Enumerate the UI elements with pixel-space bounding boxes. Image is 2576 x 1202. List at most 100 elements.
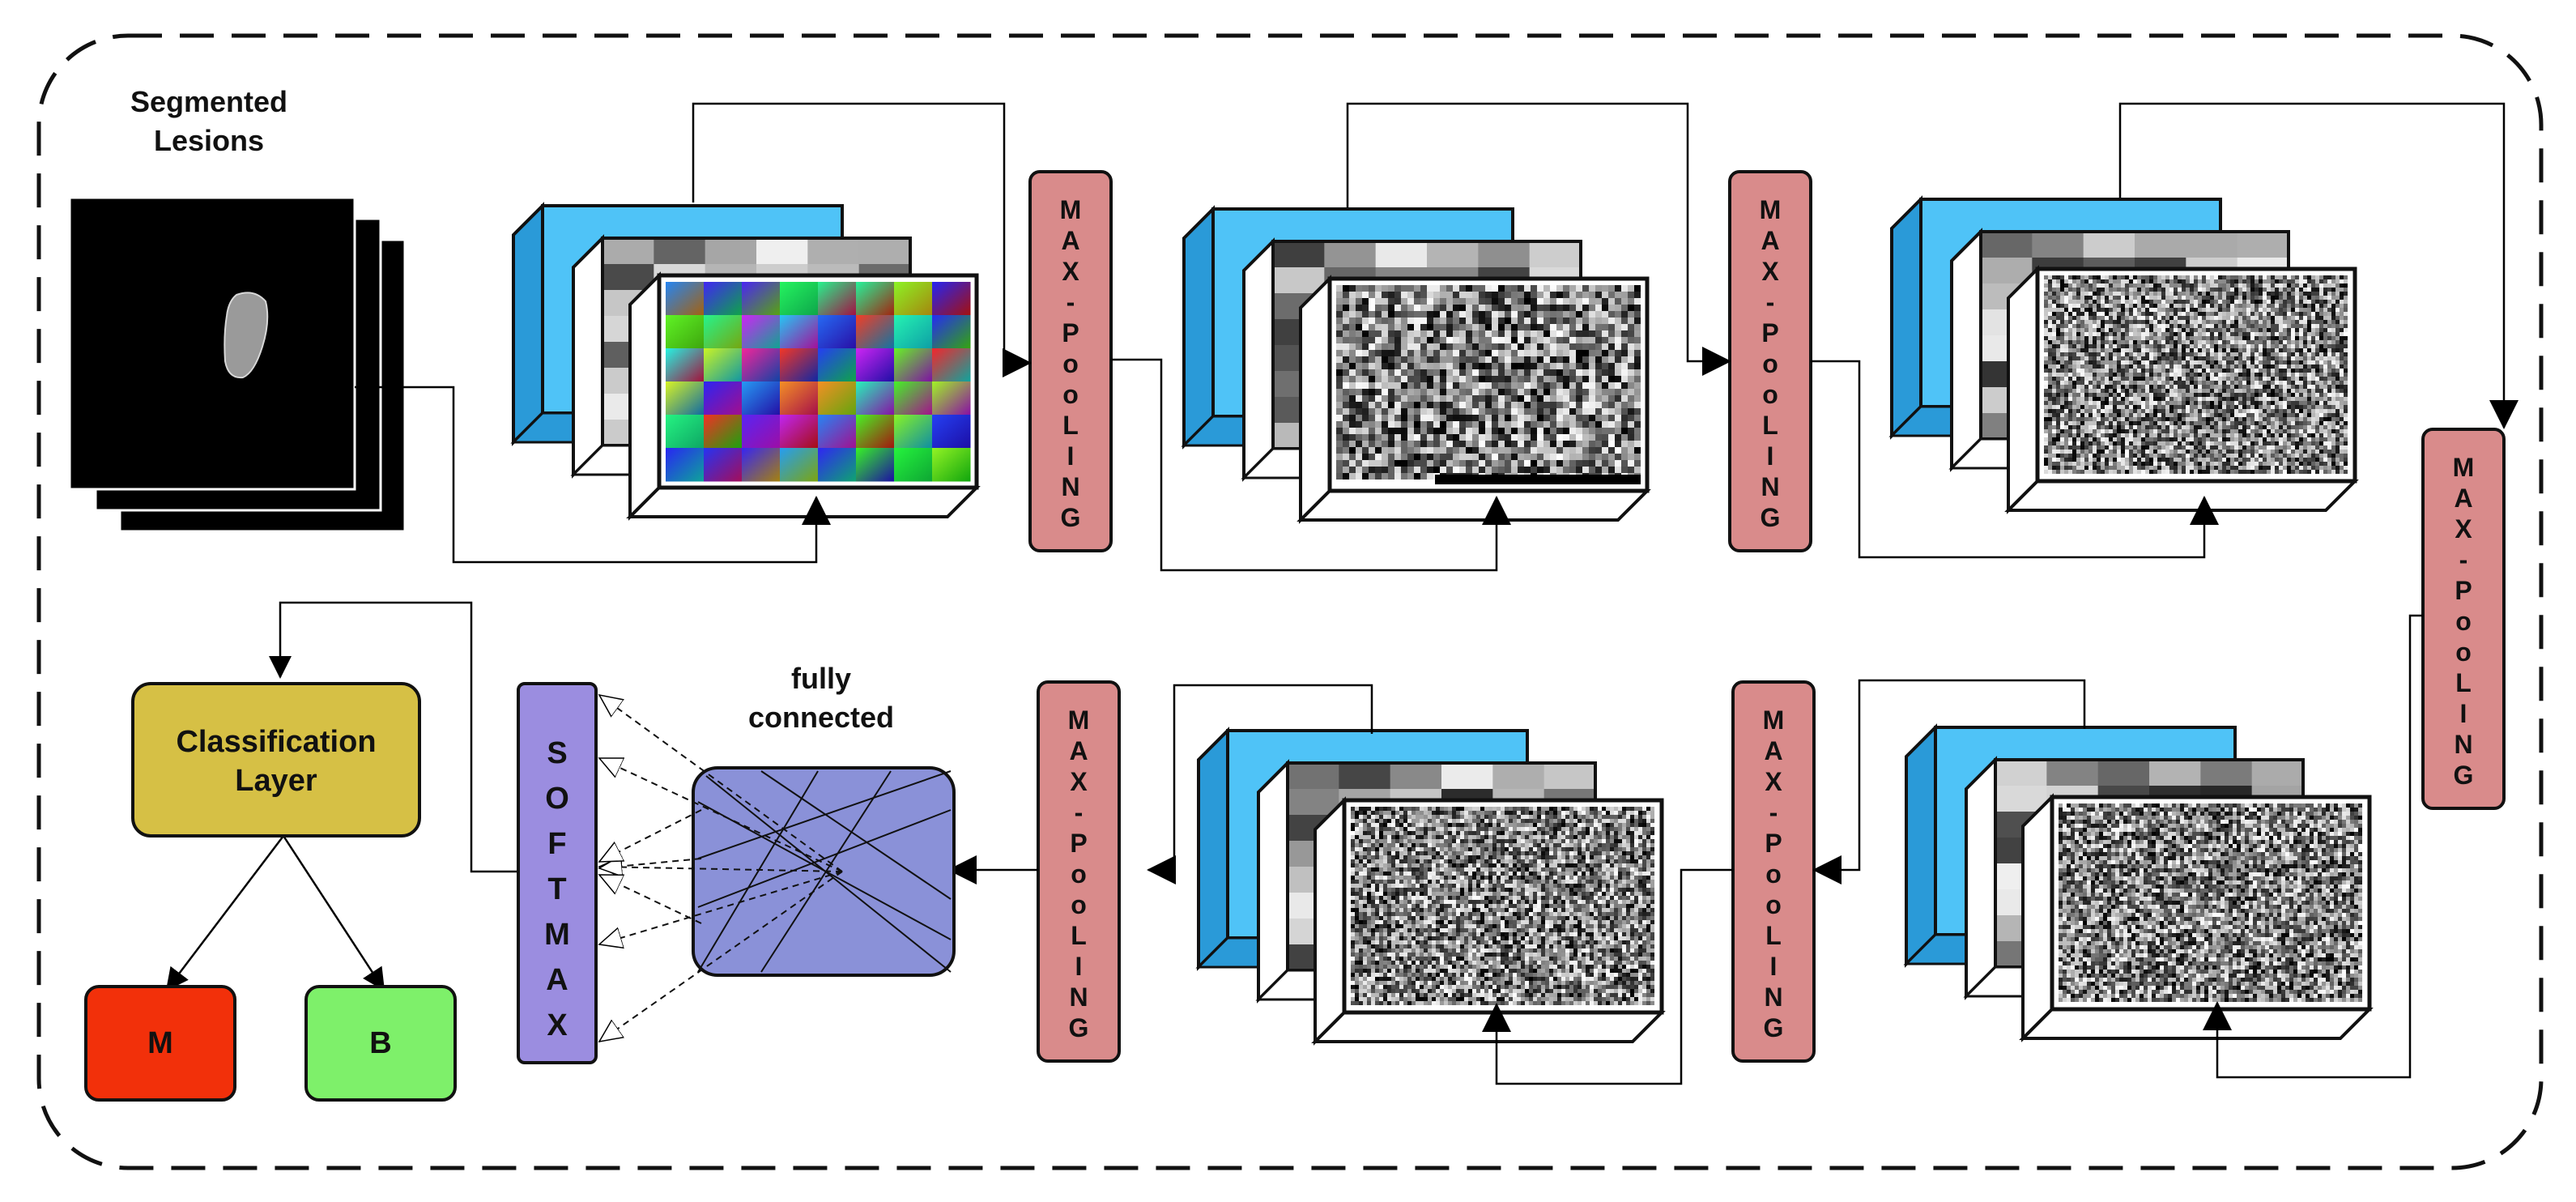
lesion-shape bbox=[224, 292, 269, 379]
softmax-char: S bbox=[547, 736, 567, 770]
conv-block-3-blue-side bbox=[1890, 195, 1922, 440]
max-pooling-5-char: - bbox=[1075, 798, 1084, 827]
input-image-front bbox=[68, 196, 356, 491]
classification-label-line1: Classification bbox=[176, 725, 376, 759]
max-pooling-4-char: G bbox=[1764, 1013, 1784, 1042]
softmax-char: T bbox=[547, 872, 566, 906]
connector-conv4-to-pool4 bbox=[1812, 679, 2086, 884]
max-pooling-1-char: A bbox=[1061, 226, 1079, 255]
conv-block-1-feature-map bbox=[666, 282, 971, 482]
conv-block-2-feature-map bbox=[1336, 285, 1641, 484]
max-pooling-2-char: o bbox=[1762, 349, 1778, 378]
conv-block-3 bbox=[1888, 195, 2359, 514]
max-pooling-4-char: X bbox=[1765, 767, 1782, 796]
connector-classification-to-m bbox=[165, 835, 284, 991]
fully-connected-block: fully connected bbox=[692, 662, 956, 977]
conv-block-5-front-side bbox=[1314, 796, 1346, 1046]
max-pooling-3-char: o bbox=[2455, 607, 2472, 636]
conv-block-2-blue-side bbox=[1182, 205, 1215, 450]
conv-block-2-front-side bbox=[1299, 275, 1331, 524]
conv-block-2-mid-side bbox=[1242, 237, 1275, 482]
max-pooling-5-box bbox=[1037, 680, 1121, 1063]
max-pooling-1-char: L bbox=[1062, 411, 1079, 440]
max-pooling-3-char: - bbox=[2459, 545, 2468, 574]
max-pooling-1-char: P bbox=[1062, 318, 1079, 347]
classification-block: Classification Layer bbox=[131, 682, 421, 838]
classification-label-line2: Layer bbox=[235, 764, 317, 798]
connector-input-to-conv1 bbox=[355, 386, 831, 564]
conv-blocks bbox=[510, 195, 2374, 1046]
max-pooling-2-char: X bbox=[1761, 257, 1779, 286]
connector-conv5-to-pool5 bbox=[1147, 684, 1373, 884]
conv-block-2 bbox=[1181, 205, 1651, 524]
max-pooling-3-char: o bbox=[2455, 637, 2472, 667]
max-pooling-5-char: X bbox=[1070, 767, 1088, 796]
max-pooling-3-char: G bbox=[2454, 761, 2474, 790]
conv-block-4-blue-side bbox=[1905, 723, 1937, 968]
connector-softmax-to-classification bbox=[269, 601, 518, 873]
max-pooling-1-char: o bbox=[1062, 349, 1079, 378]
max-pooling-3-char: N bbox=[2454, 730, 2472, 759]
max-pooling-5-char: N bbox=[1069, 982, 1088, 1012]
max-pooling-4-char: I bbox=[1770, 952, 1778, 981]
max-pooling-1-char: - bbox=[1067, 288, 1075, 317]
max-pooling-4-char: M bbox=[1763, 705, 1785, 735]
max-pooling-1-char: I bbox=[1067, 441, 1075, 471]
conv-block-4-front-bottom bbox=[2019, 1008, 2374, 1040]
input-block: Segmented Lesions bbox=[68, 85, 407, 533]
malignant-label: M bbox=[147, 1026, 173, 1060]
fc-to-softmax-dashed-arrows bbox=[599, 695, 843, 1042]
conv-block-1-front-bottom bbox=[626, 486, 981, 518]
conv-block-2-front-bottom bbox=[1297, 489, 1651, 522]
conv-block-1 bbox=[510, 202, 981, 521]
conv-block-3-front-side bbox=[2007, 265, 2039, 514]
conv-block-5-blue-side bbox=[1197, 727, 1229, 971]
conv-block-4-mid-side bbox=[1965, 756, 1997, 1000]
max-pooling-5-char: P bbox=[1070, 829, 1087, 858]
fc-label-line2: connected bbox=[748, 701, 894, 734]
conv-block-4 bbox=[1903, 723, 2374, 1042]
max-pooling-2-char: I bbox=[1767, 441, 1774, 471]
connector-pool2-to-conv3 bbox=[1811, 360, 2219, 559]
connector-conv1-to-pool1 bbox=[692, 102, 1032, 377]
max-pooling-3-char: I bbox=[2460, 699, 2467, 728]
max-pooling-5-char: G bbox=[1069, 1013, 1089, 1042]
max-pooling-4-char: N bbox=[1764, 982, 1782, 1012]
max-pooling-2-char: M bbox=[1760, 195, 1782, 224]
max-pooling-2-char: G bbox=[1761, 503, 1781, 532]
conv-block-4-front-side bbox=[2021, 793, 2054, 1042]
max-pooling-4-char: o bbox=[1765, 890, 1782, 919]
max-pooling-2-char: N bbox=[1761, 472, 1779, 501]
outer-dashed-frame bbox=[36, 33, 2544, 1170]
conv-block-3-front-bottom bbox=[2004, 480, 2359, 512]
output-benign: B bbox=[304, 985, 457, 1102]
max-pooling-2-char: o bbox=[1762, 380, 1778, 409]
max-pooling-3-char: M bbox=[2453, 453, 2475, 482]
max-pooling-4-char: A bbox=[1764, 736, 1782, 765]
conv-block-3-mid-side bbox=[1950, 228, 1982, 472]
connector-conv3-to-pool3 bbox=[2118, 102, 2519, 429]
conv-block-3-feature-map bbox=[2044, 275, 2348, 474]
max-pooling-4-char: - bbox=[1769, 798, 1778, 827]
max-pooling-1-char: G bbox=[1061, 503, 1081, 532]
output-malignant: M bbox=[84, 985, 236, 1102]
max-pooling-4-char: o bbox=[1765, 859, 1782, 889]
max-pooling-2-char: P bbox=[1761, 318, 1778, 347]
connector-pool4-to-conv5 bbox=[1482, 868, 1733, 1085]
benign-label: B bbox=[369, 1026, 391, 1060]
malignant-box bbox=[84, 985, 236, 1102]
softmax-box bbox=[517, 682, 598, 1064]
max-pooling-2-char: A bbox=[1761, 226, 1779, 255]
connector-classification-to-b bbox=[282, 835, 385, 991]
conv-block-1-front-side bbox=[628, 271, 661, 521]
fc-label-line1: fully bbox=[791, 662, 851, 695]
connector-conv2-to-pool2 bbox=[1346, 102, 1731, 376]
max-pooling-2-char: L bbox=[1762, 411, 1778, 440]
